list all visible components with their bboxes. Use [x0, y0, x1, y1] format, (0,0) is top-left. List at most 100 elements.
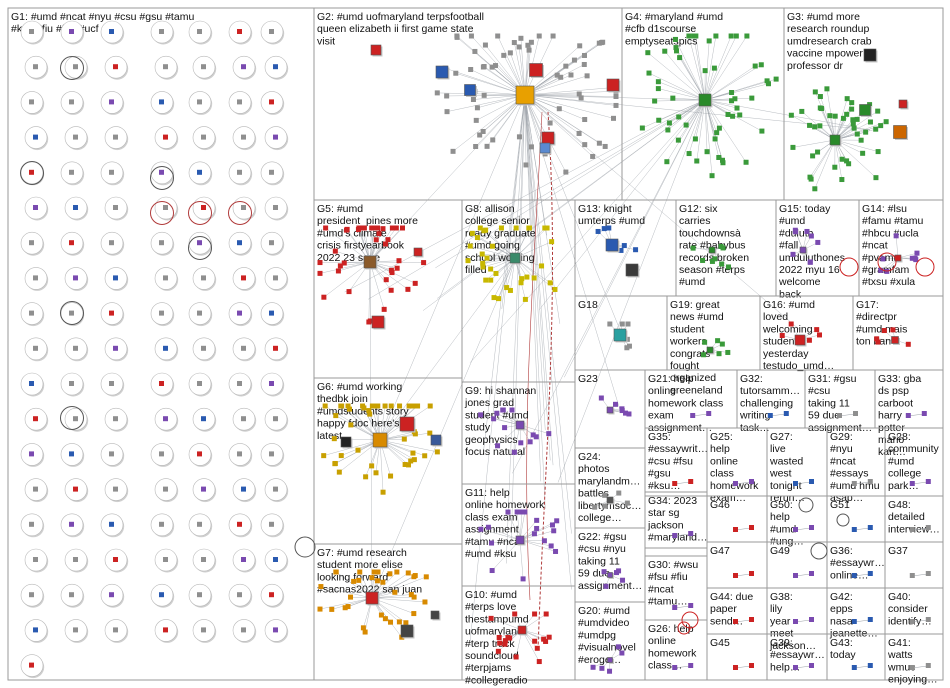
leaf-node — [451, 149, 456, 154]
hub-avatar — [414, 248, 422, 256]
group-label-line: #umd — [888, 455, 914, 467]
group-label-line: G17: — [856, 299, 879, 311]
node-avatar — [201, 416, 206, 421]
leaf-node — [539, 263, 544, 268]
leaf-node — [592, 505, 597, 510]
group-label-line: G21: help — [648, 373, 694, 385]
leaf-node — [646, 71, 651, 76]
leaf-node — [833, 114, 838, 119]
group-g47: G47 — [707, 542, 767, 588]
group-label-line: #csu — [808, 385, 830, 397]
leaf-node — [508, 288, 513, 293]
group-label: G36:#essaywr…online… — [830, 545, 885, 581]
hub-node — [364, 256, 378, 270]
node — [25, 619, 48, 643]
node-avatar — [109, 99, 114, 104]
node-avatar — [269, 592, 274, 597]
leaf-node — [361, 405, 366, 410]
group-label-line: G39: — [770, 637, 793, 649]
leaf-node — [421, 260, 426, 265]
leaf-node — [906, 413, 911, 418]
node-avatar — [241, 64, 246, 69]
leaf-node — [880, 256, 885, 261]
node-avatar — [163, 627, 168, 632]
leaf-node — [691, 246, 696, 251]
leaf-node — [913, 256, 918, 261]
leaf-node — [363, 474, 368, 479]
leaf-node — [688, 603, 693, 608]
node-avatar — [69, 29, 74, 34]
leaf-node — [526, 226, 531, 231]
leaf-node — [656, 86, 661, 91]
leaf-node — [670, 96, 675, 101]
leaf-node — [318, 271, 323, 276]
leaf-node — [380, 580, 385, 585]
leaf-node — [388, 620, 393, 625]
node — [261, 514, 284, 538]
node — [151, 584, 174, 608]
node — [229, 373, 252, 397]
node-avatar — [113, 487, 118, 492]
leaf-node — [749, 617, 754, 622]
leaf-node — [734, 106, 739, 111]
group-label: G37 — [888, 545, 908, 557]
node — [21, 443, 44, 467]
self-loop — [811, 543, 827, 559]
node — [193, 197, 216, 221]
node-avatar — [197, 451, 202, 456]
node — [65, 56, 88, 80]
leaf-node — [376, 231, 381, 236]
leaf-node — [508, 50, 513, 55]
group-label-line: G35: — [648, 431, 671, 443]
node-avatar — [197, 29, 202, 34]
hub-avatar — [699, 94, 711, 106]
node — [61, 514, 84, 538]
group-label: G49 — [770, 545, 790, 557]
node-avatar — [163, 64, 168, 69]
leaf-node — [774, 77, 779, 82]
leaf-node — [336, 268, 341, 273]
group-label-line: nasa — [830, 615, 853, 627]
node — [25, 56, 48, 80]
leaf-node — [406, 570, 411, 575]
leaf-node — [323, 226, 328, 231]
leaf-node — [371, 226, 376, 231]
leaf-node — [471, 97, 476, 102]
group-label-line: greeneland — [670, 384, 723, 396]
group-label-line: G32: — [740, 373, 763, 385]
group-label-line: G1: #umd #ncat #nyu #csu #gsu #tamu — [11, 11, 194, 23]
leaf-node — [597, 141, 602, 146]
node — [105, 549, 128, 573]
node-avatar — [109, 381, 114, 386]
node-avatar — [269, 381, 274, 386]
node-avatar — [113, 627, 118, 632]
group-label-line: detailed — [888, 511, 925, 523]
group-label-line: visit — [317, 35, 335, 47]
hub-node — [606, 239, 620, 253]
leaf-node — [716, 155, 721, 160]
leaf-node — [344, 228, 349, 233]
leaf-node — [890, 327, 895, 332]
hub-node — [518, 626, 528, 636]
node — [21, 655, 44, 679]
leaf-node — [383, 616, 388, 621]
leaf-node — [677, 55, 682, 60]
node-avatar — [163, 416, 168, 421]
leaf-node — [799, 109, 804, 114]
node-avatar — [163, 487, 168, 492]
node — [105, 338, 128, 362]
leaf-node — [582, 117, 587, 122]
hub-avatar — [465, 85, 476, 96]
leaf-node — [852, 527, 857, 532]
node-avatar — [201, 557, 206, 562]
node-avatar — [109, 170, 114, 175]
group-label-line: college — [888, 468, 921, 480]
node — [105, 267, 128, 291]
node-avatar — [29, 240, 34, 245]
group-label-line: #umd #ksu — [465, 548, 517, 560]
hub-avatar — [431, 435, 441, 445]
leaf-node — [815, 240, 820, 245]
node — [21, 584, 44, 608]
leaf-node — [814, 327, 819, 332]
node — [155, 338, 178, 362]
